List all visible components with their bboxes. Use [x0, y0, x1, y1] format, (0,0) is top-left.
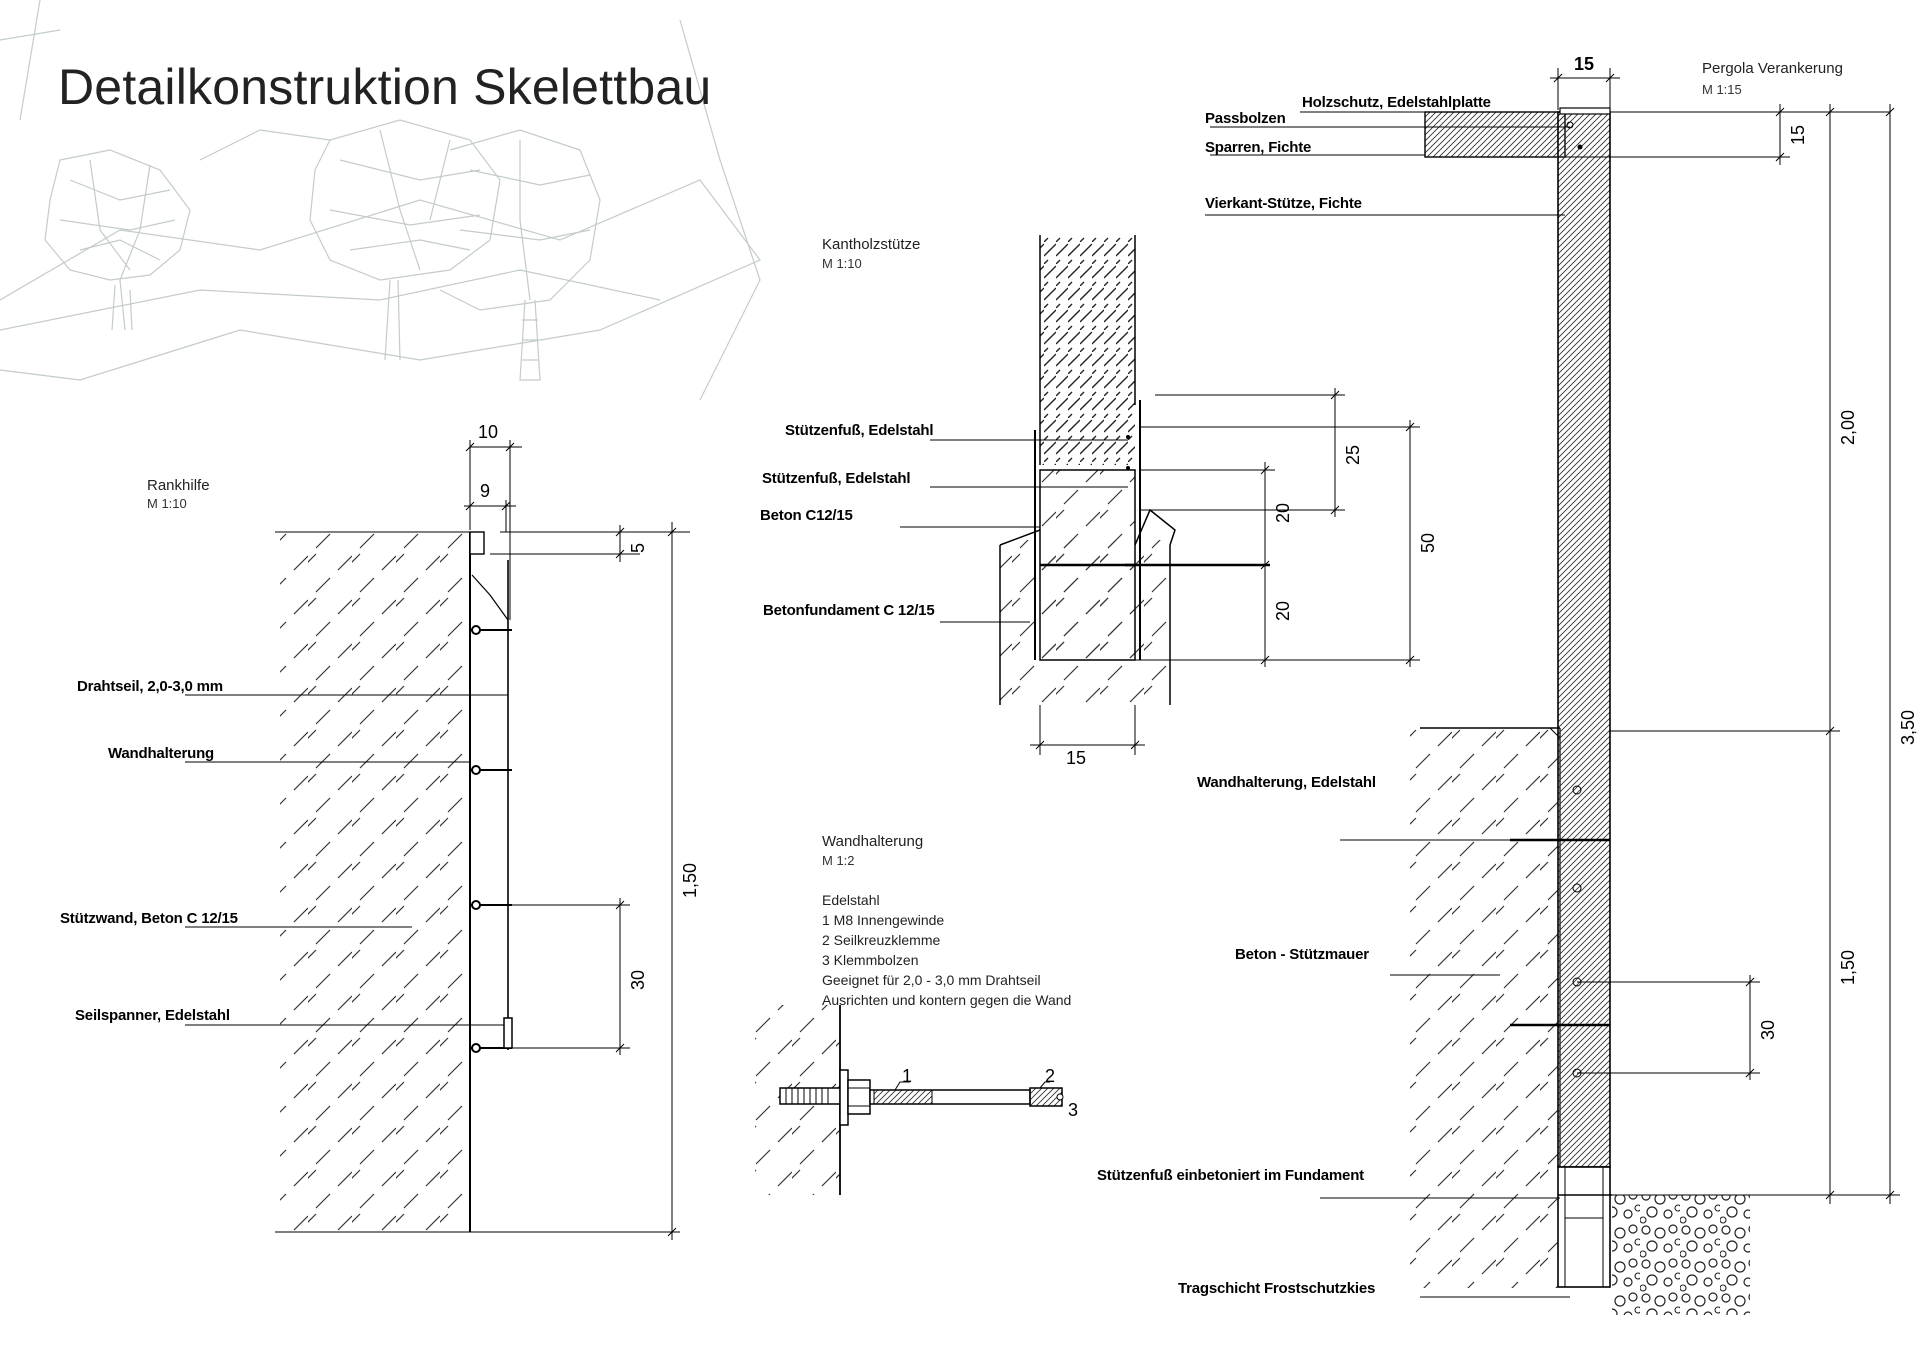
rankhilfe-drawing: [185, 440, 690, 1240]
label-stuetzenfuss-2: Stützenfuß, Edelstahl: [762, 470, 911, 487]
page-title: Detailkonstruktion Skelettbau: [58, 59, 712, 115]
dim-kantholz-20-lower: 20: [1273, 600, 1293, 621]
label-seilspanner: Seilspanner, Edelstahl: [75, 1007, 230, 1024]
pergola-title: Pergola Verankerung: [1702, 60, 1843, 77]
dim-rankhilfe-10: 10: [478, 422, 499, 442]
wandhalterung-title: Wandhalterung: [822, 833, 924, 850]
label-wandhalterung-edelstahl: Wandhalterung, Edelstahl: [1197, 774, 1376, 791]
label-passbolzen: Passbolzen: [1205, 110, 1286, 127]
label-stuetzwand: Stützwand, Beton C 12/15: [60, 910, 238, 927]
label-sparren: Sparren, Fichte: [1205, 139, 1312, 156]
dim-pergola-350: 3,50: [1898, 709, 1918, 745]
wandhalterung-drawing: [755, 1005, 1064, 1195]
wandhalterung-note-6: Ausrichten und kontern gegen die Wand: [822, 992, 1072, 1008]
wandhalterung-note-1: Edelstahl: [822, 892, 880, 908]
callout-2: 2: [1045, 1066, 1056, 1086]
label-stuetzenfuss-einbetoniert: Stützenfuß einbetoniert im Fundament: [1097, 1167, 1364, 1184]
dim-pergola-15-top: 15: [1574, 54, 1595, 74]
pergola-scale: M 1:15: [1702, 82, 1742, 97]
rankhilfe-scale: M 1:10: [147, 496, 187, 511]
label-betonfundament: Betonfundament C 12/15: [763, 602, 935, 619]
label-beton-c12-15: Beton C12/15: [760, 507, 853, 524]
label-wandhalterung: Wandhalterung: [108, 745, 215, 762]
dim-pergola-15-side: 15: [1788, 124, 1808, 145]
callout-1: 1: [902, 1066, 913, 1086]
kantholz-drawing: [900, 235, 1420, 755]
callout-3: 3: [1068, 1100, 1079, 1120]
dim-pergola-200: 2,00: [1838, 409, 1858, 445]
rankhilfe-title: Rankhilfe: [147, 477, 210, 494]
dim-kantholz-25: 25: [1343, 444, 1363, 465]
label-beton-stuetzmauer: Beton - Stützmauer: [1235, 946, 1369, 963]
wandhalterung-scale: M 1:2: [822, 853, 855, 868]
kantholz-scale: M 1:10: [822, 256, 862, 271]
label-holzschutz: Holzschutz, Edelstahlplatte: [1302, 94, 1491, 111]
dim-kantholz-15: 15: [1066, 748, 1087, 768]
dim-rankhilfe-5: 5: [628, 542, 648, 553]
dim-kantholz-20-upper: 20: [1273, 502, 1293, 523]
wandhalterung-note-2: 1 M8 Innengewinde: [822, 912, 945, 928]
label-tragschicht: Tragschicht Frostschutzkies: [1178, 1280, 1376, 1297]
dim-rankhilfe-150: 1,50: [680, 862, 700, 898]
label-vierkant-stuetze: Vierkant-Stütze, Fichte: [1205, 195, 1362, 212]
wandhalterung-note-5: Geeignet für 2,0 - 3,0 mm Drahtseil: [822, 972, 1041, 988]
background-tree-sketch: [0, 0, 761, 401]
wandhalterung-note-4: 3 Klemmbolzen: [822, 952, 919, 968]
dim-pergola-30: 30: [1758, 1019, 1778, 1040]
wandhalterung-note-3: 2 Seilkreuzklemme: [822, 932, 941, 948]
dim-pergola-150: 1,50: [1838, 949, 1858, 985]
dim-rankhilfe-30: 30: [628, 969, 648, 990]
pergola-drawing: [1205, 68, 1900, 1315]
dim-rankhilfe-9: 9: [480, 481, 491, 501]
dim-kantholz-50: 50: [1418, 532, 1438, 553]
label-stuetzenfuss-1: Stützenfuß, Edelstahl: [785, 422, 934, 439]
label-drahtseil: Drahtseil, 2,0-3,0 mm: [77, 678, 223, 695]
kantholz-title: Kantholzstütze: [822, 236, 921, 253]
